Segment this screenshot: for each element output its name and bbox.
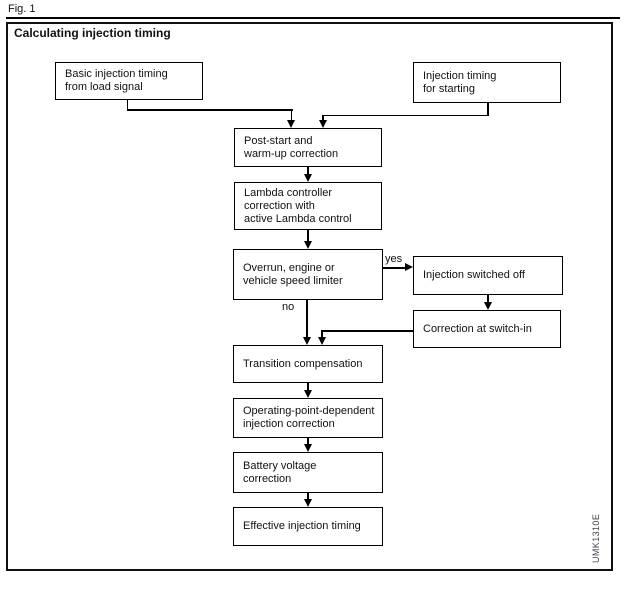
connector-basic-horizontal: [126, 109, 293, 111]
connector-battery-to-effective: [307, 493, 309, 500]
edge-label-yes: yes: [385, 253, 403, 265]
arrowhead-into-effective: [303, 499, 312, 507]
connector-injoff-to-switchin: [487, 295, 489, 303]
figure-label-underline: [6, 17, 620, 19]
arrowhead-into-injection-off: [405, 263, 413, 272]
connector-switchin-horizontal: [321, 330, 414, 332]
node-basic-injection-timing: Basic injection timing from load signal: [55, 62, 203, 100]
arrowhead-into-overrun: [303, 241, 312, 249]
node-correction-at-switch-in: Correction at switch-in: [413, 310, 561, 348]
arrowhead-into-post-start-left: [287, 120, 295, 128]
arrowhead-into-operating: [303, 390, 312, 398]
figure-reference-code: UMK1310E: [591, 513, 601, 563]
figure-frame: [6, 22, 613, 571]
connector-transition-to-operating: [307, 383, 309, 391]
node-lambda-controller-correction: Lambda controller correction with active…: [234, 182, 382, 230]
connector-switchin-drop: [321, 330, 323, 338]
node-injection-timing-for-starting: Injection timing for starting: [413, 62, 561, 103]
diagram-title: Calculating injection timing: [14, 26, 171, 40]
arrowhead-into-transition-left: [302, 337, 311, 345]
connector-operating-to-battery: [307, 438, 309, 445]
arrowhead-into-post-start-right: [318, 120, 327, 128]
figure-label: Fig. 1: [8, 3, 36, 15]
connector-basic-down: [126, 100, 128, 111]
arrowhead-into-battery: [303, 444, 312, 452]
connector-starting-drop: [322, 114, 324, 122]
connector-starting-down: [487, 103, 489, 116]
arrowhead-into-transition-right: [317, 337, 326, 345]
connector-post-to-lambda: [307, 167, 309, 175]
node-injection-switched-off: Injection switched off: [413, 256, 563, 295]
connector-yes-horizontal: [383, 267, 407, 269]
node-transition-compensation: Transition compensation: [233, 345, 383, 383]
arrowhead-into-lambda: [303, 174, 312, 182]
node-operating-point-dependent-correction: Operating-point-dependent injection corr…: [233, 398, 383, 438]
connector-basic-drop: [290, 109, 293, 121]
connector-starting-horizontal: [322, 114, 489, 116]
node-post-start-warmup-correction: Post-start and warm-up correction: [234, 128, 382, 167]
connector-no-down: [306, 300, 308, 338]
arrowhead-into-switch-in: [483, 302, 492, 310]
node-overrun-speed-limiter: Overrun, engine or vehicle speed limiter: [233, 249, 383, 300]
node-effective-injection-timing: Effective injection timing: [233, 507, 383, 546]
node-battery-voltage-correction: Battery voltage correction: [233, 452, 383, 493]
connector-lambda-to-overrun: [307, 230, 309, 242]
edge-label-no: no: [282, 301, 295, 313]
